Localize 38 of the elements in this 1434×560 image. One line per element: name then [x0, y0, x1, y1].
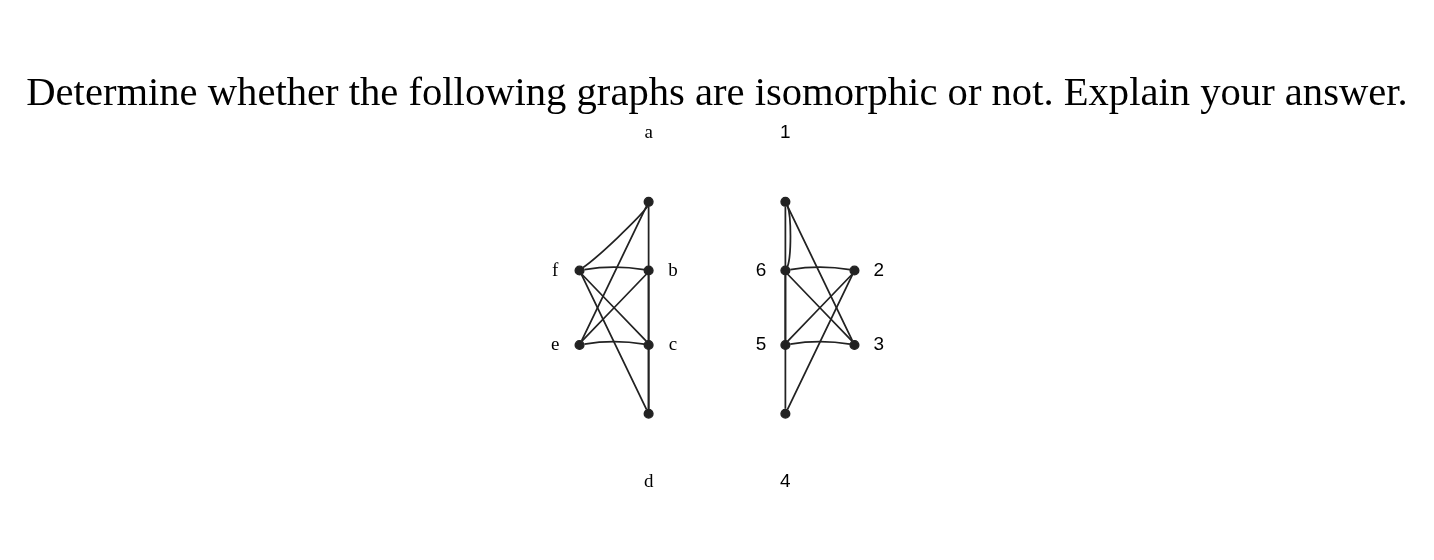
connector [786, 205, 854, 342]
connector [583, 340, 645, 346]
node-label: d [643, 470, 654, 492]
node-label: b [668, 258, 678, 280]
node-circle [643, 265, 654, 276]
node-circle [780, 339, 791, 351]
connector [580, 205, 648, 342]
node-label: 4 [780, 470, 791, 492]
node-circle [574, 265, 585, 276]
connector [789, 266, 851, 271]
node-label: 6 [755, 258, 767, 280]
node-label: 1 [780, 121, 791, 143]
connector [786, 273, 854, 411]
node-label: a [644, 121, 653, 143]
connector [582, 205, 649, 269]
node-label: 5 [755, 333, 767, 355]
node-circle [574, 339, 585, 351]
connector [647, 274, 650, 410]
connector [583, 266, 645, 271]
diagram-title: Determine whether the following graphs are isomorphic or not. Explain your answer. [26, 69, 1408, 115]
connector [786, 205, 792, 268]
node-circle [780, 265, 791, 276]
node-circle [780, 408, 791, 419]
node-label: c [668, 333, 678, 355]
connector [784, 274, 787, 410]
node-label: 2 [873, 258, 885, 280]
node-circle [780, 196, 791, 207]
node-label: e [550, 333, 560, 355]
connector [647, 205, 650, 411]
connector [580, 273, 648, 411]
node-circle [643, 408, 654, 419]
node-label: 3 [873, 333, 885, 355]
connector [789, 340, 851, 346]
node-circle [643, 339, 654, 351]
node-circle [849, 339, 860, 351]
node-circle [643, 196, 654, 207]
node-label: f [552, 258, 559, 280]
node-circle [849, 265, 860, 276]
